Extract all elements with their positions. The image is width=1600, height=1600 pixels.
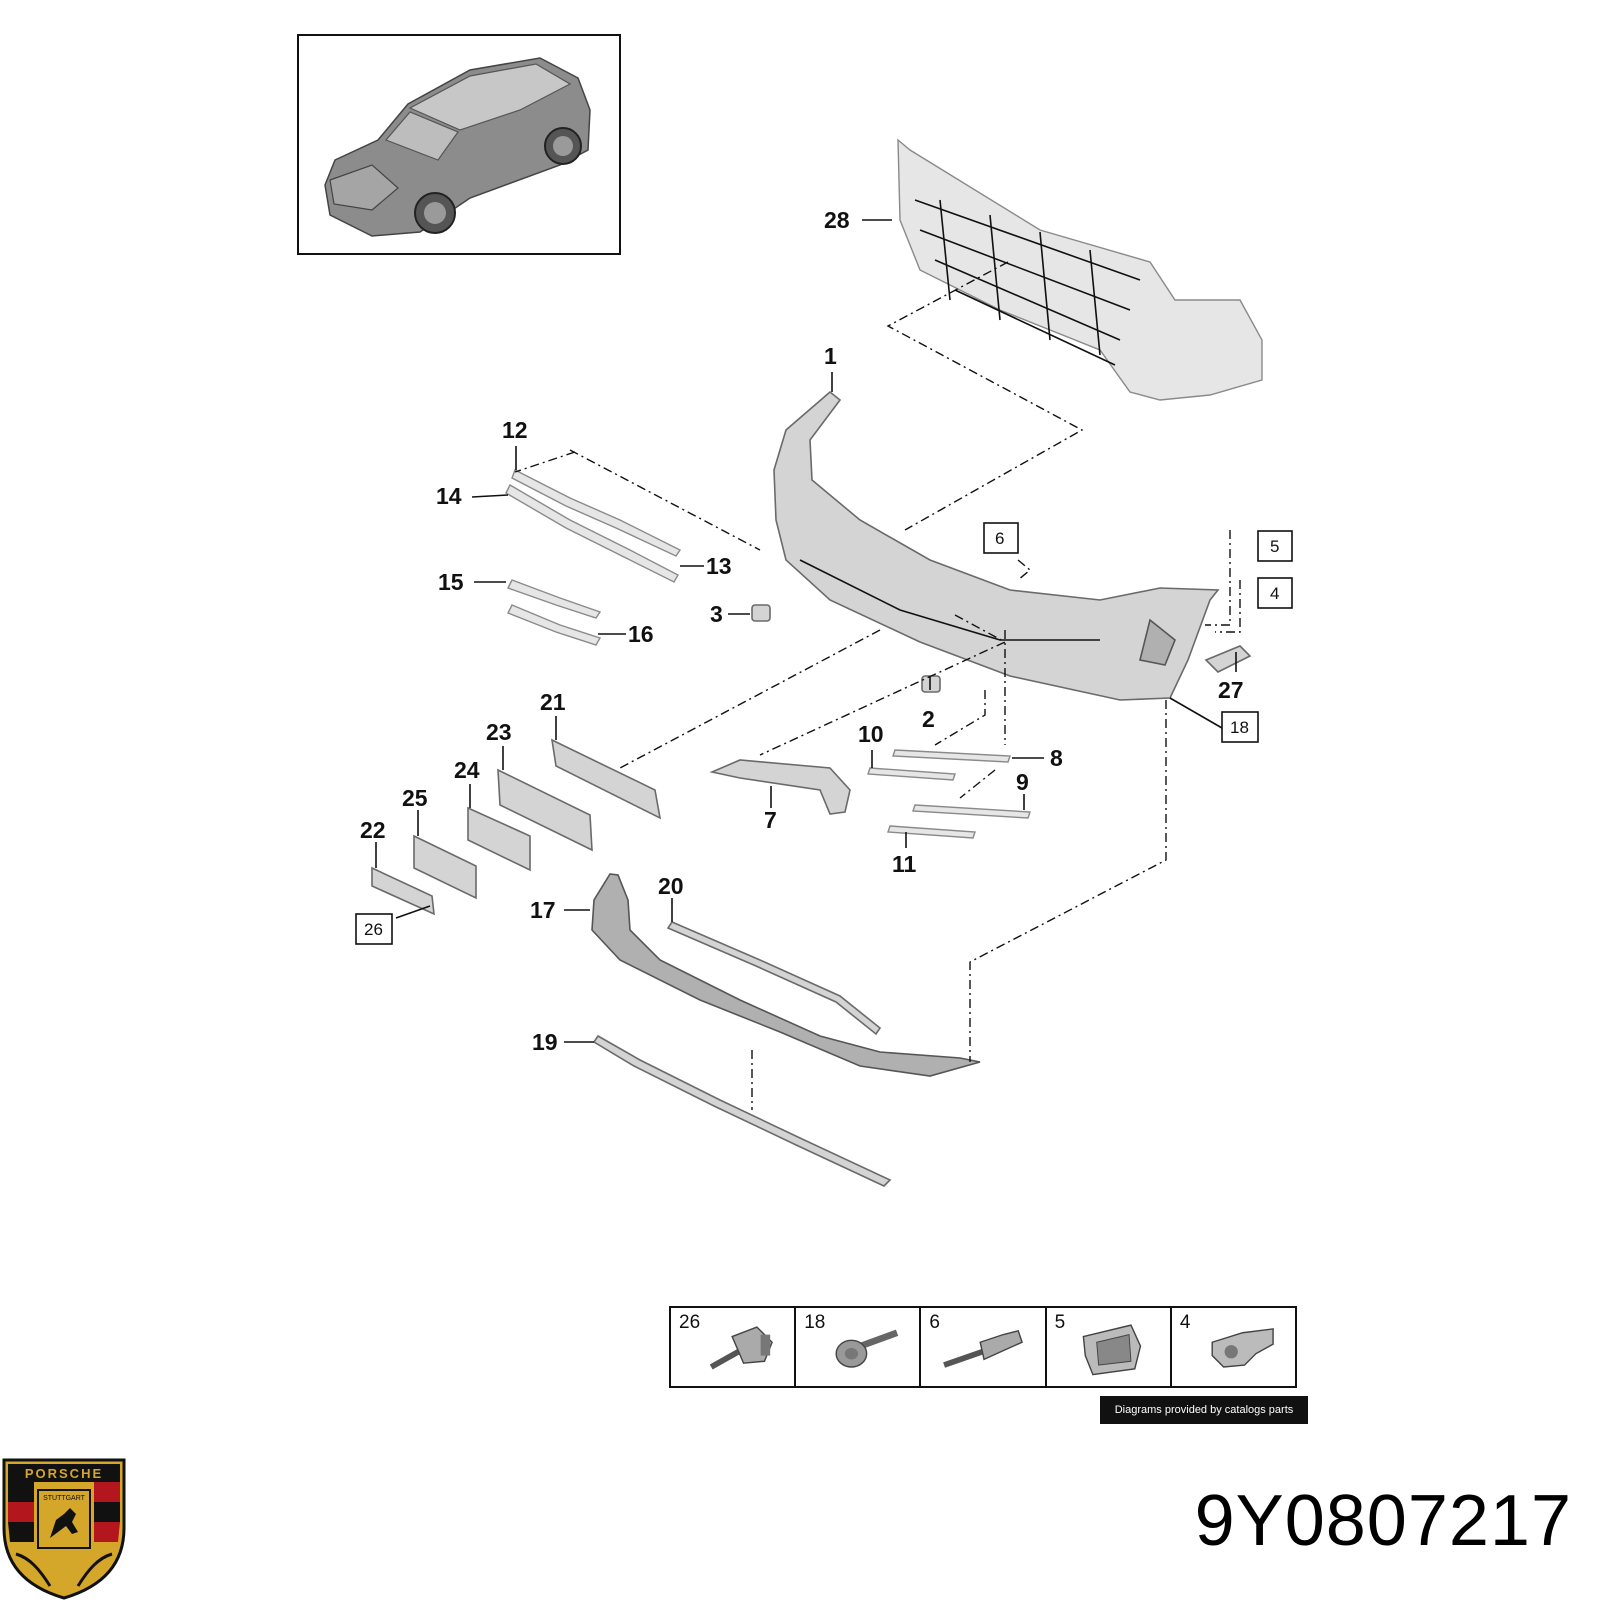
fastener-number: 26 <box>679 1312 701 1333</box>
small-strips <box>867 749 1031 839</box>
push-rivet-icon <box>709 1326 773 1370</box>
callout-7: 7 <box>764 807 777 833</box>
svg-text:6: 6 <box>995 529 1004 548</box>
ref-box-6: 6 <box>983 522 1019 554</box>
callout-12: 12 <box>502 417 528 443</box>
fastener-cell: 5 <box>1047 1308 1172 1386</box>
callout-22: 22 <box>360 817 386 843</box>
callout-1: 1 <box>824 343 837 369</box>
callout-27: 27 <box>1218 677 1244 703</box>
grille-strips <box>505 469 682 646</box>
cap-part-3 <box>751 604 771 622</box>
vehicle-overview-inset <box>297 34 621 255</box>
spring-nut-icon <box>1211 1328 1274 1368</box>
ref-box-4: 4 <box>1257 577 1293 609</box>
credit-label: Diagrams provided by catalogs parts <box>1100 1396 1308 1424</box>
ref-box-18: 18 <box>1221 711 1259 743</box>
callout-15: 15 <box>438 569 464 595</box>
callout-9: 9 <box>1016 769 1029 795</box>
svg-text:STUTTGART: STUTTGART <box>43 1495 86 1502</box>
callout-13: 13 <box>706 553 732 579</box>
fastener-number: 5 <box>1054 1312 1066 1333</box>
fastener-number: 4 <box>1179 1312 1191 1333</box>
porsche-crest-logo: PORSCHE STUTTGART <box>2 1458 126 1600</box>
ref-box-26: 26 <box>355 913 393 945</box>
cap-part-2 <box>921 675 941 693</box>
part-number: 9Y0807217 <box>1194 1481 1572 1561</box>
fastener-cell: 26 <box>671 1308 797 1386</box>
bumper-cover <box>773 390 1220 701</box>
fastener-cell: 4 <box>1172 1308 1295 1386</box>
lower-lip <box>592 1034 892 1187</box>
fog-trim <box>1204 645 1252 673</box>
callout-leaders <box>375 219 1237 1043</box>
fastener-cell: 18 <box>796 1308 922 1386</box>
boxed-refs: 6 5 4 18 26 <box>355 522 1293 945</box>
fastener-number: 6 <box>929 1312 940 1333</box>
assembly-lines <box>514 261 1241 1110</box>
callout-21: 21 <box>540 689 566 715</box>
callout-28: 28 <box>824 207 850 233</box>
callout-17: 17 <box>530 897 556 923</box>
bracket-clip-icon <box>1082 1324 1141 1376</box>
callout-3: 3 <box>710 601 723 627</box>
svg-text:5: 5 <box>1270 537 1279 556</box>
spoiler-trim <box>666 921 882 1036</box>
carrier-frame <box>897 138 1263 401</box>
fastener-cell: 6 <box>921 1308 1047 1386</box>
callout-14: 14 <box>436 483 462 509</box>
plate-brackets <box>371 738 662 916</box>
flange-screw-icon <box>835 1329 899 1368</box>
ref-box-5: 5 <box>1257 530 1293 562</box>
callout-8: 8 <box>1050 745 1063 771</box>
callout-20: 20 <box>658 873 684 899</box>
callout-11: 11 <box>892 851 917 877</box>
svg-text:18: 18 <box>1230 718 1249 737</box>
trim-piece-7 <box>709 759 851 815</box>
suv-illustration <box>324 57 591 237</box>
fastener-number: 18 <box>804 1312 826 1333</box>
callout-16: 16 <box>628 621 654 647</box>
callout-labels: 28 1 12 14 13 15 3 16 27 2 21 23 10 8 24… <box>360 207 1244 1055</box>
callout-25: 25 <box>402 785 428 811</box>
svg-text:26: 26 <box>364 920 383 939</box>
callout-24: 24 <box>454 757 480 783</box>
svg-text:PORSCHE: PORSCHE <box>25 1466 103 1481</box>
svg-text:4: 4 <box>1270 584 1279 603</box>
callout-2: 2 <box>922 706 935 732</box>
callout-23: 23 <box>486 719 512 745</box>
stud-clip-icon <box>943 1329 1024 1368</box>
callout-10: 10 <box>858 721 884 747</box>
callout-19: 19 <box>532 1029 558 1055</box>
fastener-table: 26 18 6 5 4 <box>669 1306 1297 1388</box>
